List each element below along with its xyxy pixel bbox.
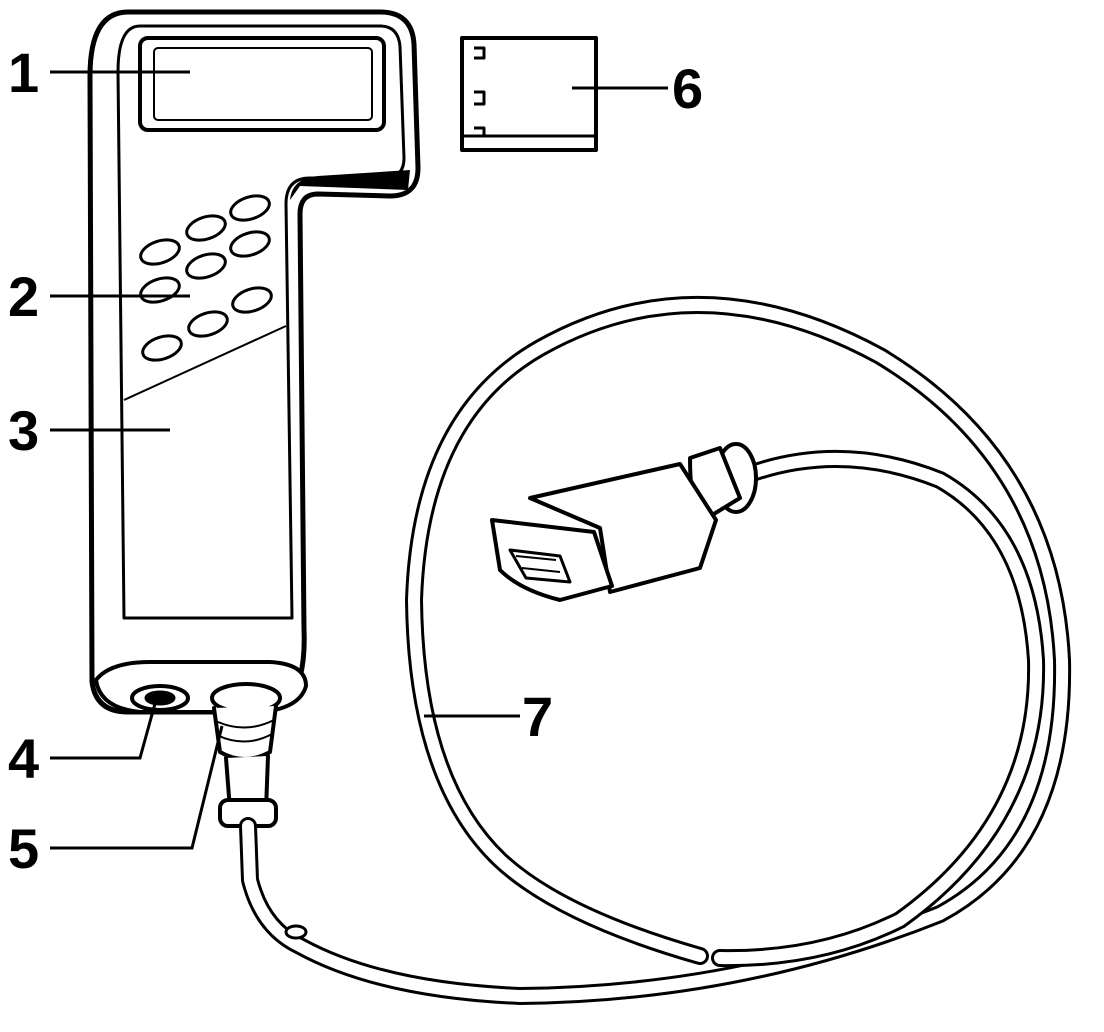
key <box>139 238 181 266</box>
plug-pins <box>515 555 561 573</box>
callout-1: 1 <box>8 41 39 104</box>
cable-assembly <box>210 296 1072 1005</box>
leader-4 <box>50 699 158 760</box>
key <box>185 214 227 242</box>
handheld-tester <box>87 9 421 715</box>
cable-to-obd-inner <box>714 452 1043 965</box>
key <box>229 194 271 222</box>
tester-shadow-top <box>290 170 410 200</box>
display-screen <box>153 47 373 121</box>
key <box>187 310 229 338</box>
callout-4: 4 <box>8 727 39 790</box>
power-socket-inner <box>144 690 176 706</box>
callout-2: 2 <box>8 265 39 328</box>
callout-numbers: 1 2 3 4 5 6 7 <box>8 41 703 880</box>
key <box>231 286 273 314</box>
leader-lines <box>50 70 668 850</box>
plug-face <box>508 548 572 584</box>
callout-6: 6 <box>672 57 703 120</box>
cable-mark <box>284 924 308 940</box>
card-notch <box>474 46 486 136</box>
callout-5: 5 <box>8 817 39 880</box>
cable-inner <box>242 299 1069 1002</box>
obd-plug <box>490 442 758 602</box>
keypad-divider <box>123 325 287 401</box>
connector-ribs <box>217 719 275 743</box>
key <box>141 334 183 362</box>
callout-3: 3 <box>8 399 39 462</box>
key <box>185 252 227 280</box>
screw-connector-sleeve <box>212 704 278 761</box>
key <box>229 230 271 258</box>
callout-7: 7 <box>522 685 553 748</box>
leader-5 <box>50 725 224 850</box>
program-card <box>460 36 598 152</box>
plug-body <box>528 462 718 594</box>
card-body <box>460 36 598 152</box>
